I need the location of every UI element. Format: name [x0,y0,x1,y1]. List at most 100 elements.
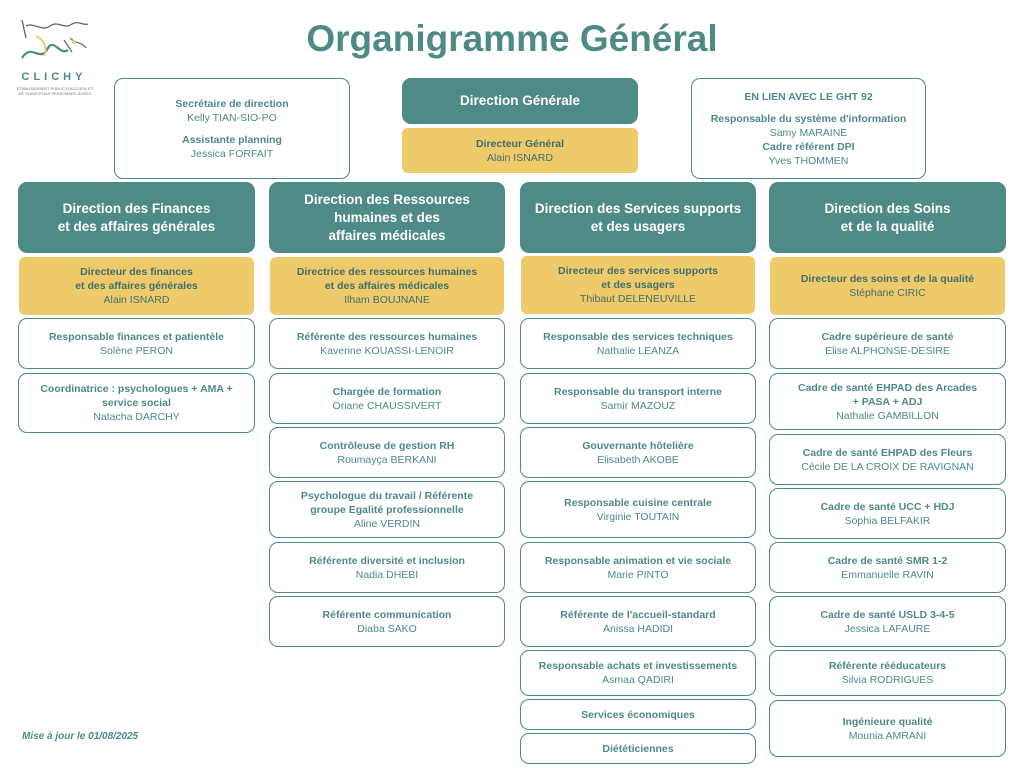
person-name: Nathalie GAMBILLON [836,409,939,422]
role-title: Responsable des services techniques [543,330,733,343]
direction-finances-header: Direction des Finances et des affaires g… [18,182,255,253]
directeur-general-box: Directeur Général Alain ISNARD [402,128,638,173]
logo-subtext: ÉTABLISSEMENT PUBLIC D'ACCUEIL ET DE SOI… [16,86,94,96]
person-name: Anissa HADIDI [602,622,674,635]
update-date: Mise à jour le 01/08/2025 [22,731,139,742]
role-title: Gouvernante hôtelière [582,439,694,452]
role-title: Référente des ressources humaines [296,330,478,343]
person-name: Mounia AMRANI [848,729,927,742]
person-name: Jessica FORFAIT [190,147,274,160]
role-title: Responsable finances et patientèle [48,330,225,343]
person-name: Oriane CHAUSSIVERT [332,399,442,412]
org-box: Chargée de formation Oriane CHAUSSIVERT [269,373,505,424]
person-name: Samir MAZOUZ [600,399,676,412]
org-box: Cadre de santé USLD 3-4-5 Jessica LAFAUR… [769,596,1006,647]
role-title: Directrice des ressources humaines et de… [296,266,478,292]
person-name: Jessica LAFAURE [844,622,931,635]
person-name: Virginie TOUTAIN [596,510,680,523]
role-title: Cadre de santé UCC + HDJ [820,500,955,513]
org-box: Responsable finances et patientèle Solèn… [18,318,255,369]
role-title: Responsable animation et vie sociale [544,554,732,567]
role-title: Cadre de santé EHPAD des Fleurs [802,446,973,459]
role-title: Cadre supérieure de santé [821,330,954,343]
person-name: Yves THOMMEN [768,154,849,167]
role-title: Secrétaire de direction [175,97,289,110]
person-name: Marie PINTO [607,568,669,581]
person-name: Kaverine KOUASSI-LENOIR [320,344,454,357]
role-title: Directeur des finances et des affaires g… [75,266,198,292]
person-name: Ilham BOUJNANE [344,294,430,306]
person-name: Sophia BELFAKIR [844,514,931,527]
org-box: Coordinatrice : psychologues + AMA + ser… [18,373,255,433]
person-name: Elise ALPHONSE-DESIRE [825,344,950,357]
ght-header: EN LIEN AVEC LE GHT 92 [744,90,873,103]
page-title: Organigramme Général [306,18,718,59]
person-name: Nadia DHEBI [355,568,419,581]
ght-box: EN LIEN AVEC LE GHT 92 Responsable du sy… [691,78,926,179]
org-box: Services économiques [520,699,756,730]
org-box: Psychologue du travail / Référente group… [269,481,505,538]
role-title: Cadre de santé USLD 3-4-5 [820,608,955,621]
org-box: Cadre supérieure de santé Elise ALPHONSE… [769,318,1006,369]
logo-graphic [21,19,89,59]
person-name: Aline VERDIN [354,517,420,530]
role-title: Directeur des services supports et des u… [558,265,718,291]
person-name: Elisabeth AKOBE [597,453,679,466]
person-name: Samy MARAINE [769,126,848,139]
role-title: Responsable du transport interne [553,385,723,398]
person-name: Asmaa QADIRI [602,674,674,686]
secretariat-box: Secrétaire de direction Kelly TIAN-SIO-P… [114,78,350,179]
logo: CLICHY ÉTABLISSEMENT PUBLIC D'ACCUEIL ET… [14,12,104,102]
person-name: Cécile DE LA CROIX DE RAVIGNAN [801,460,974,473]
director-box: Directeur des finances et des affaires g… [19,257,254,315]
person-name: Thibaut DELENEUVILLE [579,293,697,305]
person-name: Roumayça BERKANI [337,453,437,466]
org-box: Responsable animation et vie sociale Mar… [520,542,756,593]
role-title: Référente communication [322,608,452,621]
role-title: Cadre de santé SMR 1-2 [827,554,948,567]
role-title: Directeur Général [475,137,565,150]
role-title: Contrôleuse de gestion RH [319,439,455,452]
org-box: Cadre de santé EHPAD des Arcades + PASA … [769,373,1006,430]
org-box: Référente diversité et inclusion Nadia D… [269,542,505,593]
org-box: Référente rééducateurs Silvia RODRIGUES [769,650,1006,696]
org-box: Cadre de santé EHPAD des Fleurs Cécile D… [769,434,1006,485]
org-box: Référente des ressources humaines Kaveri… [269,318,505,369]
person-name: Diaba SAKO [357,622,417,635]
role-title: Responsable du système d'information [710,112,907,125]
person-name: Natacha DARCHY [93,411,180,423]
person-name: Solène PERON [100,344,173,357]
role-title: Responsable achats et investissements [538,660,738,672]
role-title: Directeur des soins et de la qualité [800,273,975,285]
person-name: Kelly TIAN-SIO-PO [187,111,277,124]
role-title: Cadre de santé EHPAD des Arcades + PASA … [797,381,978,408]
person-name: Alain ISNARD [487,151,553,164]
org-box: Diététiciennes [520,733,756,764]
director-box: Directeur des services supports et des u… [521,256,755,314]
role-title: Assistante planning [182,133,282,146]
person-name: Silvia RODRIGUES [841,674,934,686]
org-box: Responsable cuisine centrale Virginie TO… [520,481,756,538]
org-box: Gouvernante hôtelière Elisabeth AKOBE [520,427,756,478]
logo-text: CLICHY [21,71,87,83]
org-box: Ingénieure qualité Mounia AMRANI [769,700,1006,757]
role-title: Diététiciennes [602,742,674,755]
role-title: Psychologue du travail / Référente group… [300,489,474,516]
org-box: Référente communication Diaba SAKO [269,596,505,647]
org-box: Responsable achats et investissements As… [520,650,756,696]
direction-rh-header: Direction des Ressources humaines et des… [269,182,505,253]
role-title: Cadre référent DPI [762,140,855,153]
role-title: Référente de l'accueil-standard [560,608,716,621]
direction-services-header: Direction des Services supports et des u… [520,182,756,253]
role-title: Services économiques [581,708,695,721]
direction-generale-header: Direction Générale [402,78,638,124]
person-name: Nathalie LEANZA [596,344,680,357]
role-title: Référente rééducateurs [828,660,947,672]
role-title: Ingénieure qualité [842,715,933,728]
director-box: Directeur des soins et de la qualité Sté… [770,257,1005,315]
role-title: Coordinatrice : psychologues + AMA + ser… [40,383,233,409]
person-name: Emmanuelle RAVIN [841,568,934,581]
person-name: Alain ISNARD [103,294,170,306]
role-title: Responsable cuisine centrale [564,496,712,509]
role-title: Chargée de formation [332,385,442,398]
